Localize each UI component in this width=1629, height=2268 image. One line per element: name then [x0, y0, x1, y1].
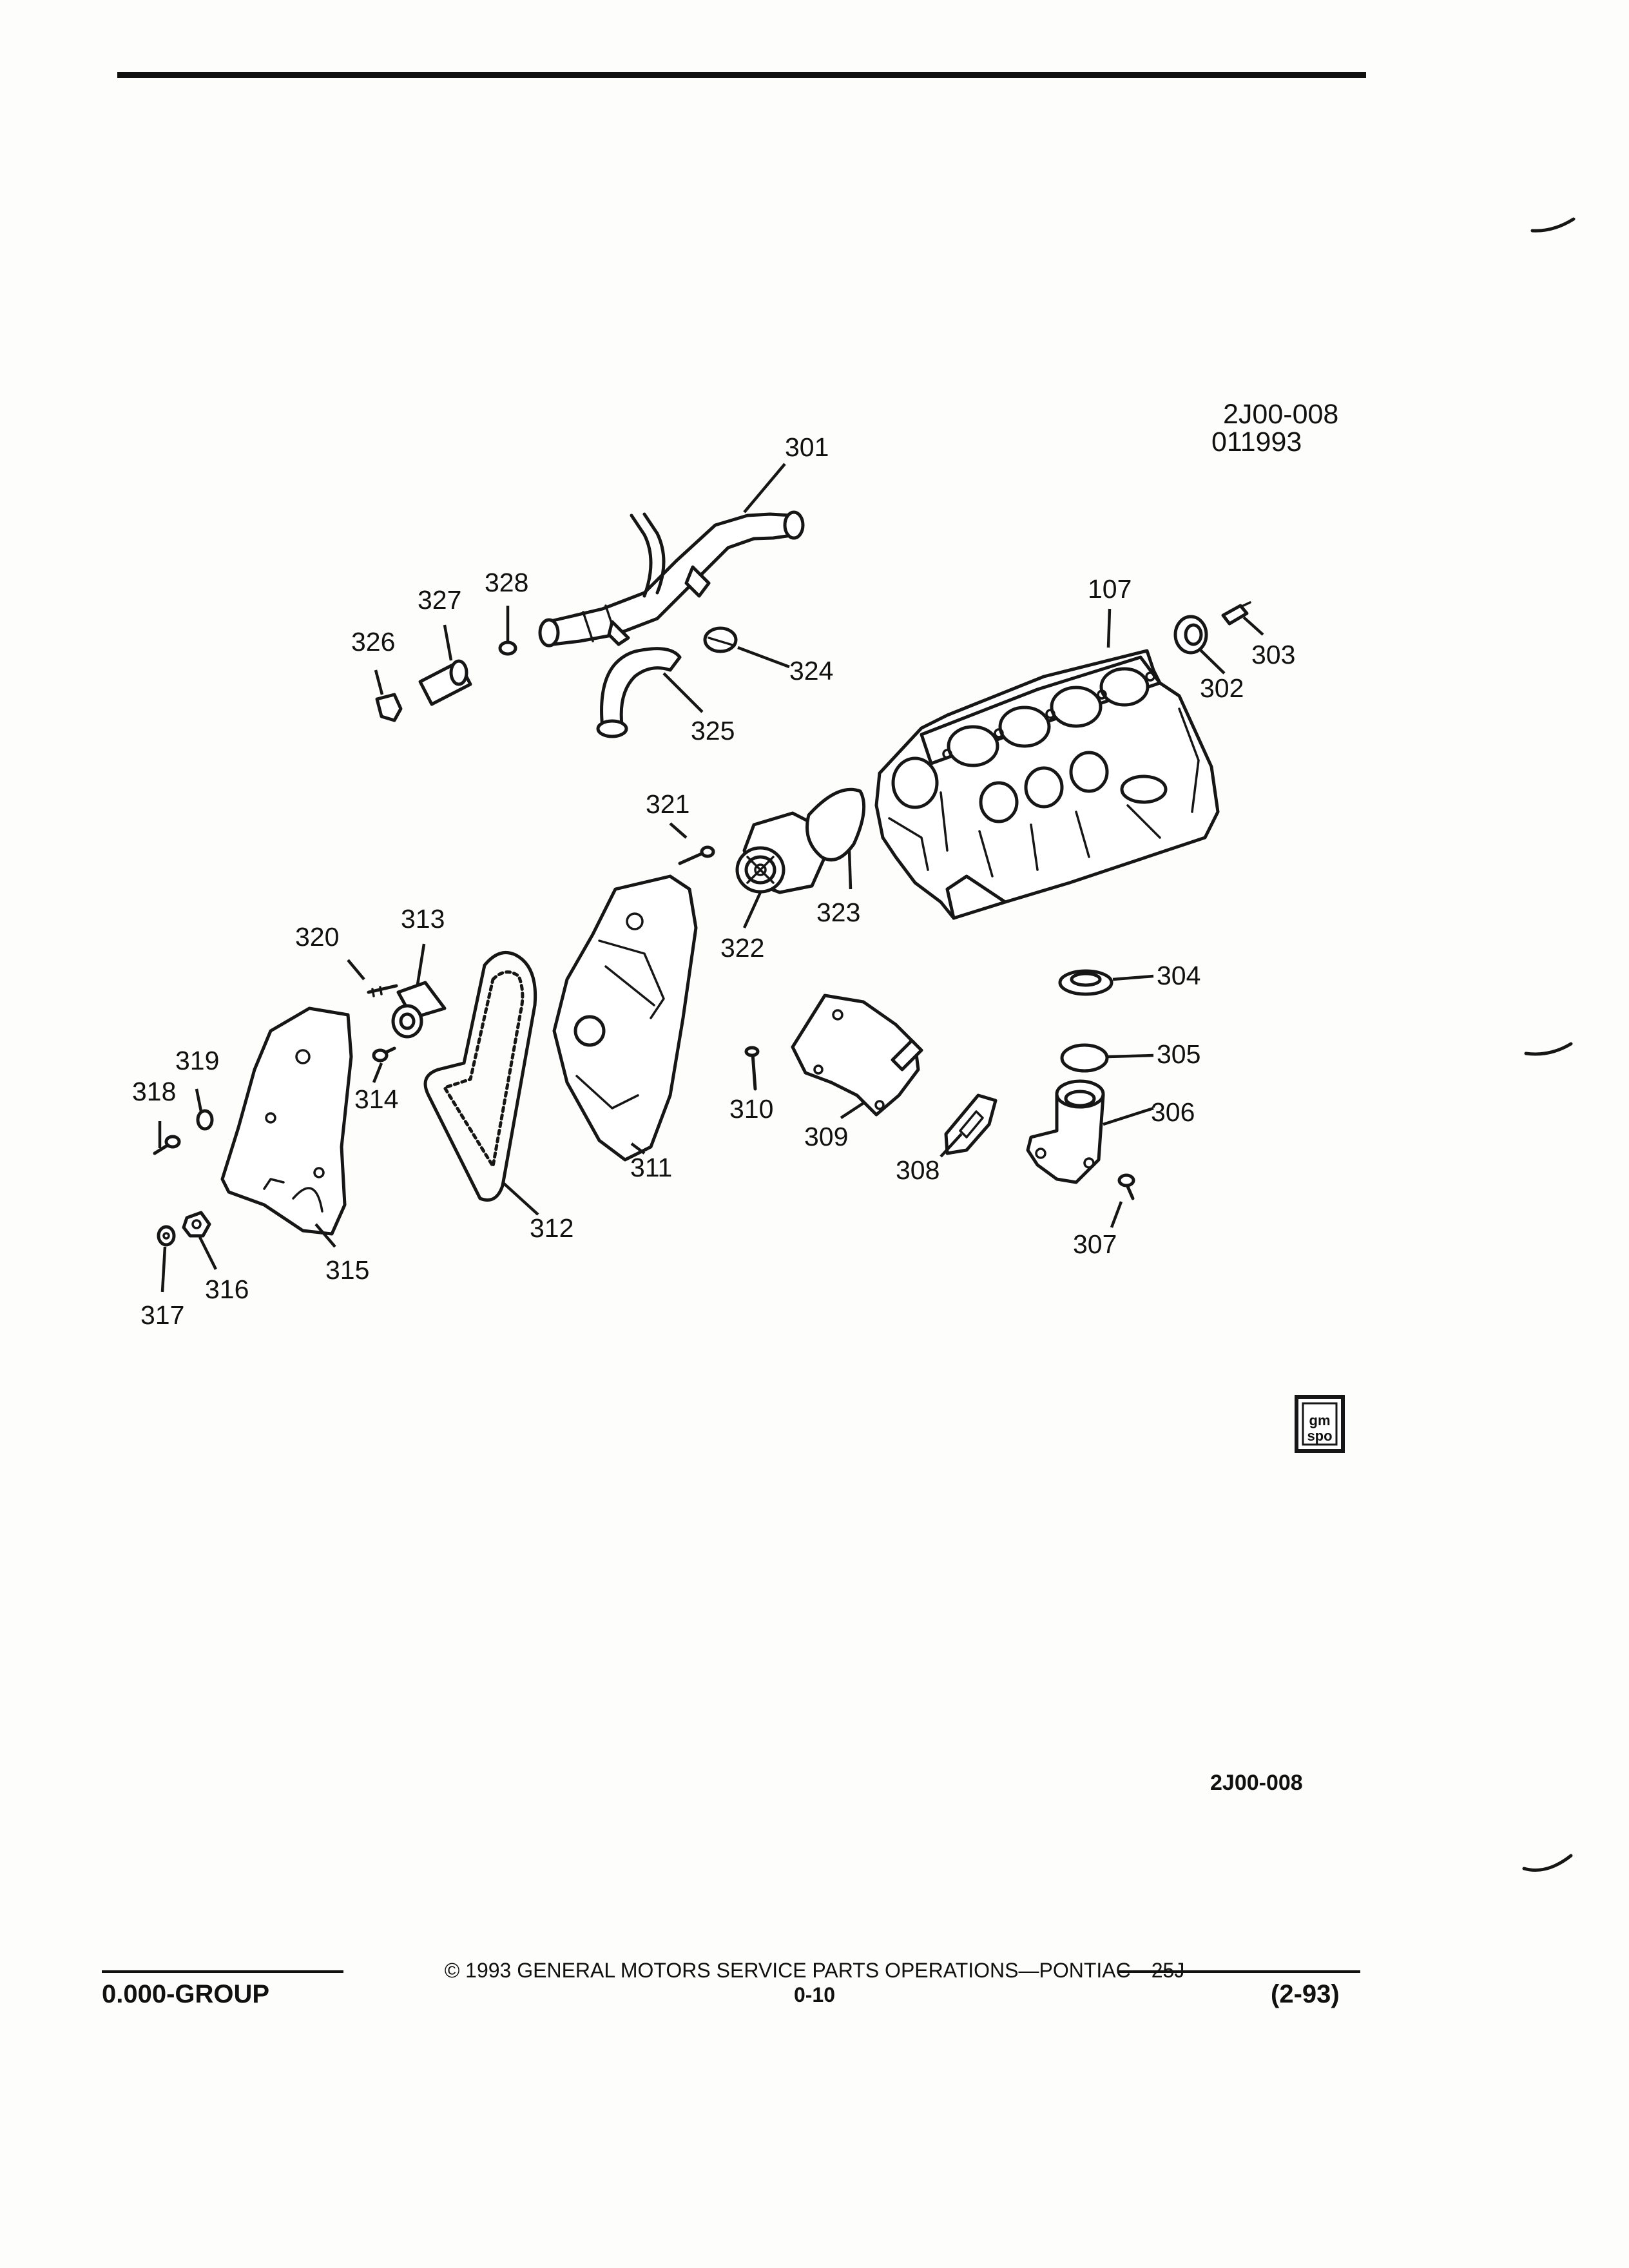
diagram-ref-date: 011993: [1211, 427, 1302, 457]
part-323-gasket: [805, 787, 866, 861]
callout-322: 322: [720, 933, 764, 963]
part-312-timing-belt: [423, 951, 537, 1202]
part-303-sensor: [1221, 601, 1251, 626]
part-328-plug: [498, 640, 517, 656]
callout-313: 313: [401, 904, 445, 934]
callout-326: 326: [351, 627, 395, 657]
part-313-tensioner: [391, 981, 447, 1039]
callout-318: 318: [132, 1077, 176, 1106]
callout-316: 316: [205, 1274, 249, 1304]
margin-mark: [1522, 1854, 1573, 1872]
callout-305: 305: [1157, 1039, 1200, 1069]
callout-328: 328: [485, 568, 528, 597]
callout-303: 303: [1251, 640, 1295, 669]
callout-325: 325: [691, 716, 735, 745]
part-107-engine-block: [874, 649, 1220, 920]
part-311-timing-cover: [552, 874, 698, 1162]
callout-306: 306: [1151, 1097, 1195, 1127]
part-326-clamp: [375, 693, 403, 722]
part-324-clamp: [703, 626, 738, 653]
part-321-bolt: [678, 845, 715, 865]
part-315-front-cover: [220, 1006, 353, 1236]
callout-302: 302: [1200, 673, 1244, 703]
callout-310: 310: [729, 1094, 773, 1124]
callout-327: 327: [418, 585, 461, 615]
part-322-water-pump: [735, 811, 827, 894]
gmspo-logo: gm spo: [1295, 1395, 1345, 1453]
diagram-ref-code: 2J00-008: [1223, 399, 1338, 430]
part-310-bolt: [744, 1046, 760, 1091]
footer-rule-right: [1118, 1970, 1360, 1973]
part-306-thermostat-housing: [1026, 1079, 1105, 1184]
part-316-nut: [182, 1211, 211, 1238]
bottom-ref-code: 2J00-008: [1210, 1771, 1303, 1795]
callout-319: 319: [175, 1046, 219, 1075]
svg-text:gm: gm: [1309, 1412, 1331, 1428]
callout-301: 301: [785, 432, 829, 462]
margin-mark: [1530, 217, 1576, 233]
callout-311: 311: [630, 1153, 672, 1182]
footer-page-number: 0-10: [793, 1983, 836, 2006]
footer-rule-left: [102, 1970, 343, 1973]
footer-copyright: © 1993 GENERAL MOTORS SERVICE PARTS OPER…: [444, 1959, 1185, 1982]
callout-315: 315: [325, 1255, 369, 1285]
footer-group: 0.000-GROUP: [102, 1980, 270, 2008]
part-309-adapter: [791, 994, 923, 1117]
callout-309: 309: [804, 1122, 848, 1151]
callout-308: 308: [896, 1155, 940, 1185]
callout-317: 317: [140, 1300, 184, 1330]
footer-date: (2-93): [1271, 1980, 1340, 2008]
part-314-bolt: [372, 1046, 396, 1062]
part-318-bolt: [153, 1135, 181, 1155]
callout-314: 314: [354, 1084, 398, 1114]
part-304-plug: [1058, 969, 1113, 996]
callout-320: 320: [295, 922, 339, 952]
svg-text:spo: spo: [1307, 1428, 1332, 1444]
part-327-hose: [418, 659, 472, 706]
callout-324: 324: [789, 656, 833, 686]
part-319-washer: [196, 1109, 214, 1131]
part-317-washer: [157, 1225, 176, 1247]
header-rule: [117, 72, 1366, 78]
part-302-plug: [1173, 615, 1208, 655]
callout-107: 107: [1088, 574, 1132, 604]
part-305-o-ring: [1060, 1043, 1109, 1073]
callout-323: 323: [816, 898, 860, 927]
part-307-bolt: [1117, 1173, 1135, 1200]
part-320-stud: [367, 984, 398, 997]
callout-321: 321: [646, 789, 689, 819]
part-325-hose: [596, 647, 682, 738]
callout-312: 312: [530, 1213, 574, 1243]
margin-mark: [1524, 1042, 1573, 1056]
callout-304: 304: [1157, 961, 1200, 990]
part-301-water-pipe: [538, 510, 805, 648]
callout-307: 307: [1073, 1229, 1117, 1259]
